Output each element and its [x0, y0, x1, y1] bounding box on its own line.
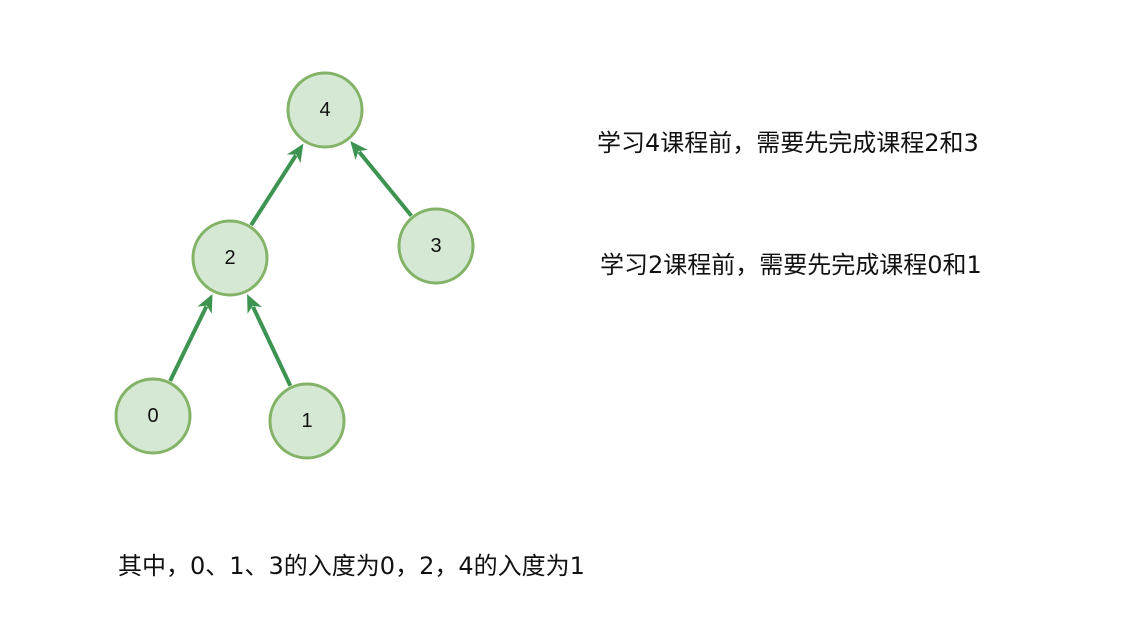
edge-line — [357, 150, 413, 218]
node-label: 2 — [224, 247, 235, 269]
edge-2-to-4 — [249, 143, 304, 227]
node-circle — [114, 377, 192, 455]
node-circle — [268, 382, 346, 460]
node-4: 4 — [286, 71, 364, 149]
node-circle — [397, 207, 475, 285]
node-label: 3 — [430, 235, 441, 257]
edge-1-to-2 — [247, 294, 293, 387]
edge-line — [168, 305, 209, 382]
arrow-head-icon — [350, 140, 368, 160]
edge-0-to-2 — [168, 293, 213, 382]
node-circle — [191, 219, 269, 297]
node-circle — [286, 71, 364, 149]
node-0: 0 — [114, 377, 192, 455]
arrow-head-icon — [197, 293, 213, 314]
arrow-head-icon — [286, 143, 304, 164]
node-label: 1 — [301, 410, 312, 432]
edge-line — [251, 305, 293, 387]
note-course-4-prerequisites: 学习4课程前，需要先完成课程2和3 — [597, 129, 979, 157]
node-2: 2 — [191, 219, 269, 297]
edge-3-to-4 — [350, 140, 413, 218]
edge-line — [249, 154, 298, 227]
note-indegree-summary: 其中，0、1、3的入度为0，2，4的入度为1 — [118, 552, 585, 580]
node-label: 0 — [147, 405, 158, 427]
node-label: 4 — [319, 99, 330, 121]
note-course-2-prerequisites: 学习2课程前，需要先完成课程0和1 — [600, 251, 982, 279]
arrow-head-icon — [247, 294, 263, 314]
node-3: 3 — [397, 207, 475, 285]
node-1: 1 — [268, 382, 346, 460]
